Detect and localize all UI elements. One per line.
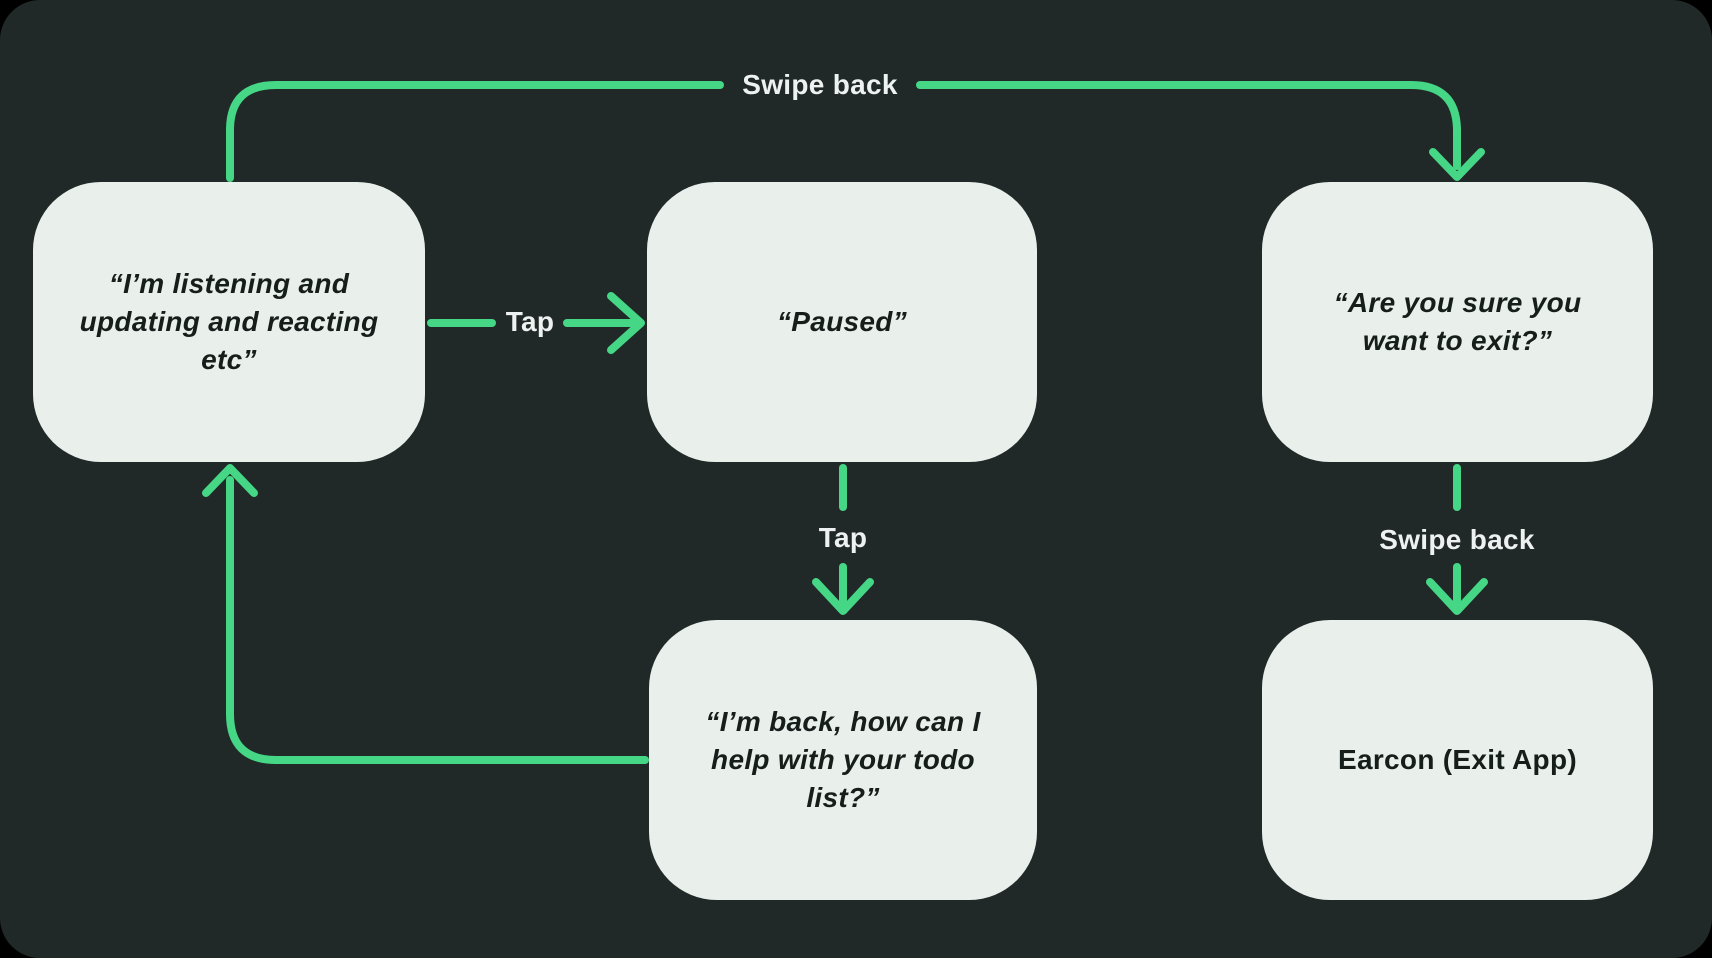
node-paused-label: “Paused” [777,306,907,337]
node-confirm-exit-label: “Are you sure you want to exit?” [1333,287,1582,356]
node-earcon-exit-app: Earcon (Exit App) [1262,620,1653,900]
node-paused: “Paused” [647,182,1037,462]
node-confirm-exit: “Are you sure you want to exit?” [1262,182,1653,462]
tap-resume-arrowhead [812,578,874,615]
tap-pause-arrowhead [607,292,645,354]
swipe-back-top-line-right [916,81,1461,170]
edge-label-swipe-back-exit: Swipe back [1379,524,1535,555]
edge-label-swipe-back-top: Swipe back [742,69,898,100]
node-back: “I’m back, how can I help with your todo… [649,620,1037,900]
loop-back-line [226,476,649,764]
loop-back-arrowhead [202,464,258,497]
swipe-back-top-arrowhead [1429,148,1485,181]
node-listening-label: “I’m listening and updating and reacting… [79,268,379,375]
edge-label-tap-pause: Tap [505,306,555,337]
swipe-back-top-line-left [226,81,724,182]
node-back-label: “I’m back, how can I help with your todo… [705,706,981,813]
node-earcon-exit-app-label: Earcon (Exit App) [1338,744,1577,775]
edge-label-tap-resume: Tap [818,522,868,553]
swipe-back-exit-arrowhead [1426,578,1488,615]
node-listening: “I’m listening and updating and reacting… [33,182,425,462]
